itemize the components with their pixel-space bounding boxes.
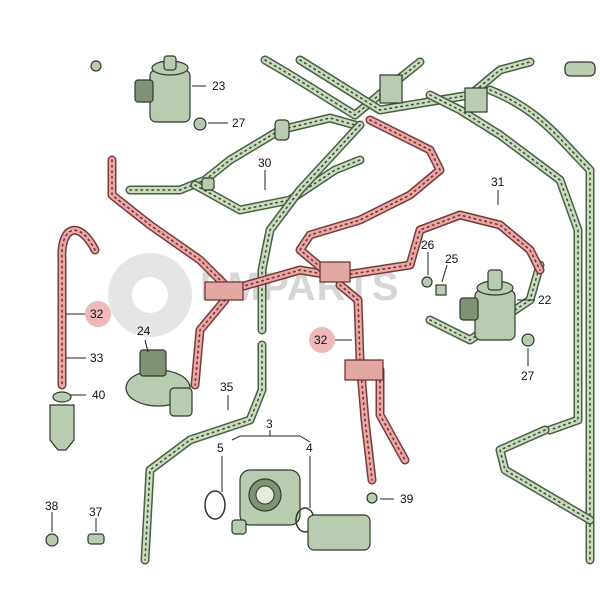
hose-right-vertical: [485, 85, 595, 565]
hose-35: [140, 340, 267, 565]
callout-3: 3: [266, 417, 273, 431]
callout-23: 23: [212, 79, 226, 93]
callout-33: 33: [90, 351, 104, 365]
hose-lower-right: [495, 425, 595, 525]
part-25: [435, 284, 447, 296]
solenoid-valve-22: [421, 269, 535, 347]
hose-32-down: [335, 280, 377, 485]
callout-39: 39: [400, 492, 414, 506]
hose-32-left-loop: [57, 225, 100, 390]
filter-40: [49, 391, 75, 451]
hose-32-right: [340, 210, 545, 280]
callout-31: 31: [491, 175, 505, 189]
throttle-body-3: [204, 469, 378, 551]
leader-lines: [51, 85, 535, 532]
highlight-32a: [85, 301, 111, 327]
inline-fitting-2: [201, 177, 215, 191]
t-connector-red-mid: [319, 261, 351, 283]
o-ring-5: [204, 490, 226, 520]
callout-25: 25: [445, 252, 459, 266]
hose-top-right-loop: [260, 55, 425, 120]
callout-27-top: 27: [232, 116, 246, 130]
fittings-38-37: [45, 533, 105, 547]
highlight-32b: [309, 327, 335, 353]
nut-27-right: [521, 333, 535, 347]
callout-27-right: 27: [521, 369, 535, 383]
hose-32-upper: [107, 155, 335, 295]
hose-end-top-right: [564, 61, 596, 77]
callout-40: 40: [92, 388, 106, 402]
part-26: [421, 276, 433, 288]
solenoid-valve-23: [90, 55, 207, 131]
inline-fitting: [274, 119, 290, 141]
t-connector-top-right: [464, 87, 488, 113]
t-connector-red-low: [344, 359, 384, 381]
hose-32-branch: [190, 295, 230, 390]
connector-t-pieces: [201, 74, 488, 381]
nut-27-top: [193, 117, 207, 131]
hose-30: [125, 113, 360, 195]
callout-24: 24: [137, 324, 151, 338]
callout-38: 38: [45, 499, 59, 513]
callout-22: 22: [538, 293, 552, 307]
valve-24: [125, 349, 193, 417]
hose-mid-vertical: [257, 120, 365, 335]
callout-4: 4: [306, 441, 313, 455]
callout-37: 37: [89, 505, 103, 519]
callout-32-left: 32: [90, 307, 104, 321]
clip-39: [366, 492, 378, 504]
hose-32-diag: [295, 115, 445, 280]
callout-35: 35: [220, 380, 234, 394]
red-hoses-32: [57, 115, 545, 485]
callout-26: 26: [421, 238, 435, 252]
callout-5: 5: [217, 441, 224, 455]
t-connector-red-left: [204, 281, 244, 301]
callout-labels: 23 27 30 31 26 25 22 27 32 32 33 24 40 3…: [45, 79, 552, 519]
callout-30: 30: [258, 156, 272, 170]
callout-32-mid: 32: [314, 333, 328, 347]
hose-32-small: [375, 365, 410, 465]
t-connector-top: [379, 74, 403, 104]
hose-31: [425, 90, 583, 435]
